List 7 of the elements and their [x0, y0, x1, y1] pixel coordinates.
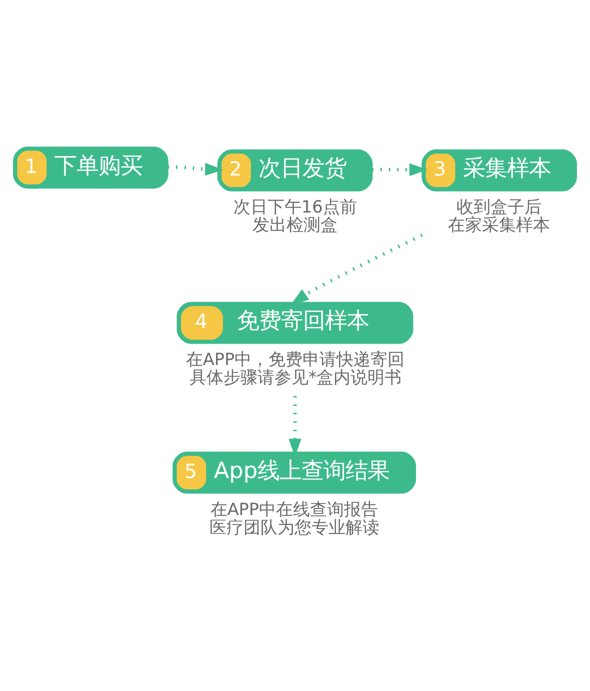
node-label: 次日下午16点前发出检测盒 [233, 196, 357, 234]
node-label: 在APP中，免费申请快递寄回具体步骤请参见*盒内说明书 [186, 348, 405, 387]
node-label: 在APP中在线查询报告医疗团队为您专业解读 [210, 498, 380, 536]
arrow [290, 233, 423, 304]
arrow [168, 162, 224, 176]
node-label: 收到盒子后在家采集样本 [448, 196, 550, 234]
arrow [372, 162, 428, 176]
